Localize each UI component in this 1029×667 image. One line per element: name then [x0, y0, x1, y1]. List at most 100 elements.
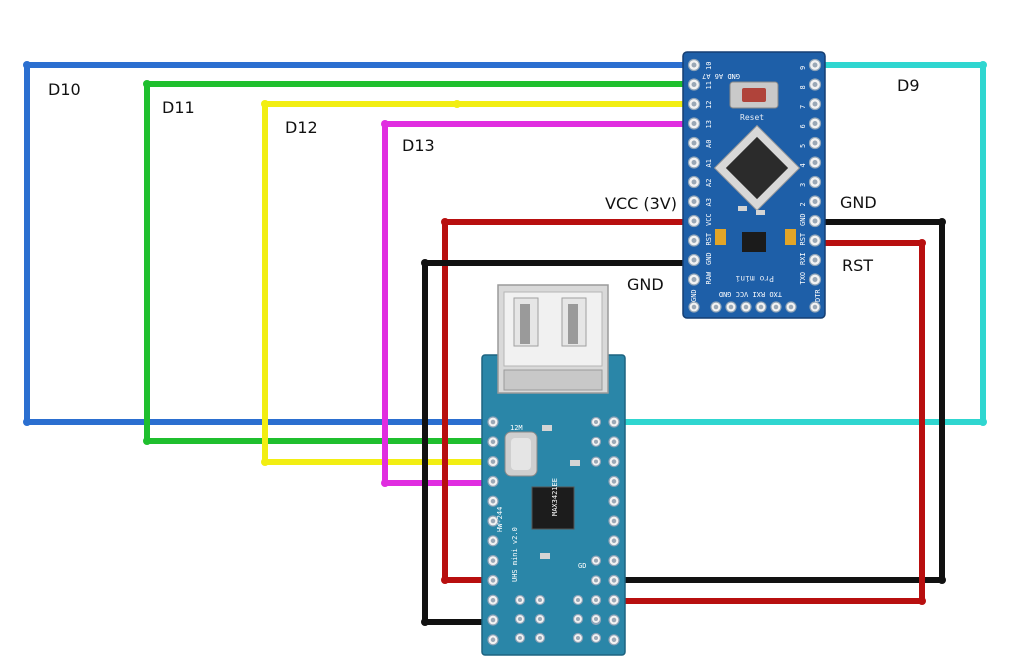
usb-host-pad-hole — [593, 439, 599, 444]
label-vcc: VCC (3V) — [605, 194, 677, 213]
usb-host-pad-hole — [490, 617, 496, 623]
usb-host-pad-hole — [593, 616, 599, 622]
usb-host-pad-hole — [490, 578, 496, 583]
pro-mini-pad-hole — [743, 304, 749, 310]
pro-mini-bottom-pins — [688, 301, 821, 313]
crystal-label: 12M — [510, 424, 523, 432]
usb-host-pad-hole — [593, 419, 599, 425]
pro-mini-pin-label: 10 — [705, 62, 713, 70]
pro-mini-pad-hole — [691, 238, 697, 243]
usb-host-pad-hole — [490, 538, 496, 544]
usb-host-pad-hole — [611, 578, 617, 583]
usb-host-pad-hole — [611, 518, 617, 524]
pro-mini-pin-label: A0 — [705, 140, 713, 148]
pro-mini-pad-hole — [713, 304, 719, 310]
usb-host-pad-hole — [611, 459, 617, 464]
pro-mini-pin-label: 3 — [799, 183, 807, 187]
label-d12: D12 — [285, 118, 318, 137]
wires — [24, 62, 986, 625]
smd-part — [756, 210, 765, 215]
usb-host-pad-hole — [490, 637, 496, 643]
usb-host-pad-hole — [537, 616, 543, 622]
pro-mini-right-pins — [808, 58, 822, 286]
pro-mini-pin-label: 9 — [799, 66, 807, 70]
pro-mini-left-pins — [687, 58, 701, 286]
pro-mini-corner-left-label: GND — [690, 289, 698, 302]
label-d13: D13 — [402, 136, 435, 155]
pro-mini-pad-hole — [691, 140, 697, 146]
usb-host-pad-hole — [490, 558, 496, 563]
usb-host-pad-hole — [611, 439, 617, 445]
regulator — [742, 232, 766, 252]
label-d9: D9 — [897, 76, 920, 95]
pro-mini-pin-label: 11 — [705, 81, 713, 89]
pro-mini-pad-hole — [691, 101, 697, 107]
smd-part — [738, 206, 747, 211]
pro-mini-pad-hole — [758, 304, 764, 310]
board-text-1: HW-244 — [496, 507, 504, 532]
pro-mini-pin-label: RST — [799, 232, 807, 245]
usb-host-pad-hole — [517, 635, 523, 641]
usb-host-pad-hole — [517, 616, 523, 622]
pro-mini-pin-label: 4 — [799, 163, 807, 167]
usb-host-pad-hole — [490, 498, 496, 504]
usb-host-pad-hole — [611, 617, 617, 623]
pro-mini-pin-label: GND — [705, 252, 713, 265]
board-text-2: UHS mini v2.0 — [511, 527, 519, 582]
usb-host-pad-hole — [611, 597, 617, 603]
pro-mini-pad-hole — [812, 277, 818, 282]
pro-mini-pin-label: 8 — [799, 85, 807, 89]
pro-mini-pad-hole — [691, 257, 697, 263]
pro-mini-pad-hole — [812, 121, 818, 126]
wire-gnd-left — [422, 260, 700, 625]
tantalum-cap — [785, 229, 796, 245]
pro-mini-pad-hole — [812, 199, 818, 204]
gnd-silk-label: GD — [578, 562, 586, 570]
chip-label: MAX3421EE — [551, 478, 559, 516]
label-gnd-right: GND — [840, 193, 877, 212]
usb-host-pad-hole — [537, 635, 543, 641]
usb-host-pad-hole — [490, 459, 496, 464]
label-d10: D10 — [48, 80, 81, 99]
pro-mini-pin-label: 13 — [705, 120, 713, 128]
wire-d11 — [144, 81, 700, 444]
usb-host-pad-hole — [611, 419, 617, 425]
pro-mini-pad-hole — [691, 277, 697, 282]
usb-host-pad-hole — [611, 538, 617, 544]
label-d11: D11 — [162, 98, 195, 117]
usb-host-pad-hole — [611, 637, 617, 643]
max3421-chip — [531, 486, 575, 530]
pro-mini-pin-label: GND — [799, 213, 807, 226]
usb-host-pad-hole — [611, 479, 617, 484]
usb-host-pad-hole — [593, 597, 599, 603]
pro-mini-pad-hole — [691, 304, 697, 310]
usb-host-pins — [487, 416, 620, 646]
pro-mini-pin-label: 7 — [799, 105, 807, 109]
pro-mini-pad-hole — [691, 199, 697, 204]
tantalum-cap — [715, 229, 726, 245]
pro-mini-pad-hole — [691, 82, 697, 87]
wire-vcc — [442, 219, 700, 583]
usb-host-pad-hole — [490, 439, 496, 445]
pro-mini-pad-hole — [812, 140, 818, 146]
usb-host-pad-hole — [490, 479, 496, 484]
usb-host-pad-hole — [490, 419, 496, 425]
usb-host-pad-hole — [611, 498, 617, 504]
usb-host-pad-hole — [490, 597, 496, 603]
pro-mini-pad-hole — [788, 304, 794, 310]
pro-mini-pin-label: RAW — [705, 271, 713, 284]
label-rst: RST — [842, 256, 873, 275]
pro-mini-pad-hole — [691, 62, 697, 68]
pro-mini-pad-hole — [812, 179, 818, 185]
pro-mini-pin-label: TXO — [799, 272, 807, 285]
usb-host-pad-hole — [517, 597, 523, 603]
pro-mini-pin-label: 5 — [799, 144, 807, 148]
usb-host-pad-hole — [575, 597, 581, 603]
pro-mini-pin-label: A2 — [705, 179, 713, 187]
pro-mini-pad-hole — [812, 62, 818, 68]
pro-mini-pad-hole — [728, 304, 734, 310]
pro-mini-pad-hole — [812, 257, 818, 263]
pro-mini-pad-hole — [812, 304, 818, 310]
